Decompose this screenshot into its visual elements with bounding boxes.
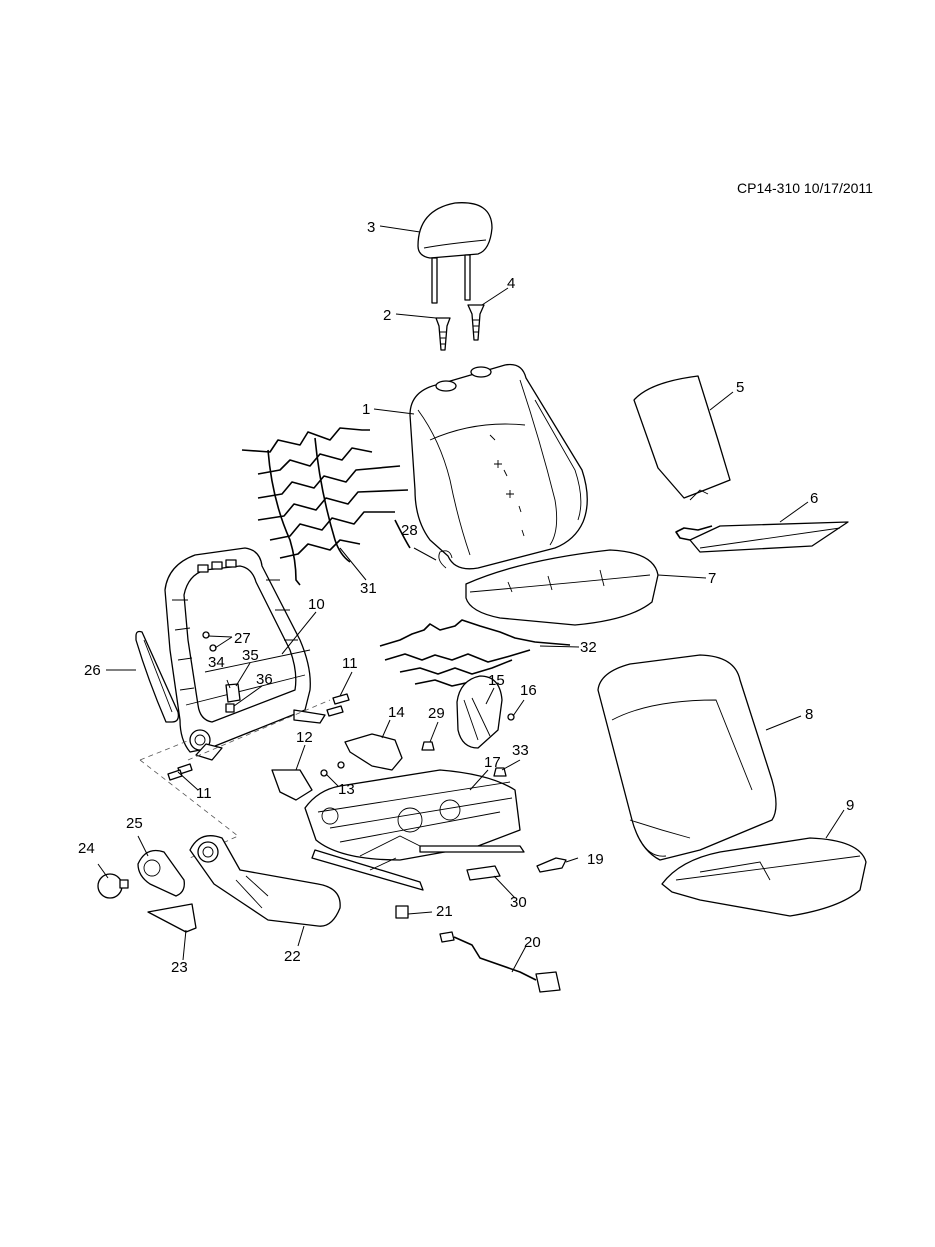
part-heater-pad (675, 521, 849, 553)
part-side-cover (135, 630, 180, 723)
part-cover-23 (147, 903, 197, 933)
part-back-trim-cover (597, 654, 777, 861)
callout-30: 30 (510, 894, 527, 911)
callout-21: 21 (436, 903, 453, 920)
part-seatback-frame (164, 547, 326, 761)
callout-20: 20 (524, 934, 541, 951)
callout-labels: 3 2 4 1 5 6 7 8 9 10 11 11 12 13 14 15 1… (78, 219, 854, 976)
callout-1: 1 (362, 401, 370, 418)
part-bracket-12 (271, 769, 313, 801)
part-knob-cap (97, 873, 129, 899)
part-seat-frame (304, 769, 525, 891)
part-bolts-11-right (326, 693, 350, 717)
part-headrest (417, 202, 493, 304)
callout-34: 34 (208, 654, 225, 671)
callout-29: 29 (428, 705, 445, 722)
part-switch-19 (536, 857, 567, 873)
part-nut-27a (202, 631, 210, 639)
callout-13: 13 (338, 781, 355, 798)
callout-28: 28 (401, 522, 418, 539)
part-clip-ring (438, 550, 453, 569)
callout-24: 24 (78, 840, 95, 857)
callout-35: 35 (242, 647, 259, 664)
callout-4: 4 (507, 275, 515, 292)
leader-lines (97, 225, 845, 973)
diagram-reference: CP14-310 10/17/2011 (737, 180, 873, 196)
callout-26: 26 (84, 662, 101, 679)
callout-10: 10 (308, 596, 325, 613)
callout-15: 15 (488, 672, 505, 689)
part-back-panel (633, 375, 731, 501)
part-clip-36 (225, 703, 235, 713)
callout-7: 7 (708, 570, 716, 587)
callout-3: 3 (367, 219, 375, 236)
callout-14: 14 (388, 704, 405, 721)
callout-5: 5 (736, 379, 744, 396)
part-cushion-springs (379, 619, 571, 687)
part-seatback-spring-mat (241, 427, 411, 586)
part-headrest-guide-left (435, 317, 451, 351)
callout-17: 17 (484, 754, 501, 771)
part-bracket-14 (344, 733, 403, 771)
part-bracket-35 (225, 683, 241, 703)
part-wire-harness (439, 931, 561, 993)
callout-25: 25 (126, 815, 143, 832)
part-side-shield (189, 835, 341, 927)
part-seatback-cover (409, 363, 588, 570)
callout-16: 16 (520, 682, 537, 699)
callout-6: 6 (810, 490, 818, 507)
callout-11-left: 11 (196, 785, 212, 802)
callout-2: 2 (383, 307, 391, 324)
part-nut-29 (421, 741, 435, 751)
callout-22: 22 (284, 948, 301, 965)
part-seat-trim-cover (661, 837, 867, 917)
part-nut-27b (209, 644, 217, 652)
callout-23: 23 (171, 959, 188, 976)
callout-36: 36 (256, 671, 273, 688)
callout-31: 31 (360, 580, 377, 597)
callout-33: 33 (512, 742, 529, 759)
callout-19: 19 (587, 851, 604, 868)
callout-32: 32 (580, 639, 597, 656)
part-bolts-11-left (167, 763, 193, 781)
part-screws-13 (320, 761, 345, 777)
callout-11-right: 11 (342, 655, 358, 672)
callout-9: 9 (846, 797, 854, 814)
part-pin-16 (507, 713, 515, 721)
part-headrest-guide-right (467, 304, 485, 341)
part-connector-21 (395, 905, 409, 919)
callout-27: 27 (234, 630, 251, 647)
part-recliner-handle (137, 849, 185, 897)
callout-8: 8 (805, 706, 813, 723)
part-module-30 (466, 865, 501, 881)
callout-12: 12 (296, 729, 313, 746)
